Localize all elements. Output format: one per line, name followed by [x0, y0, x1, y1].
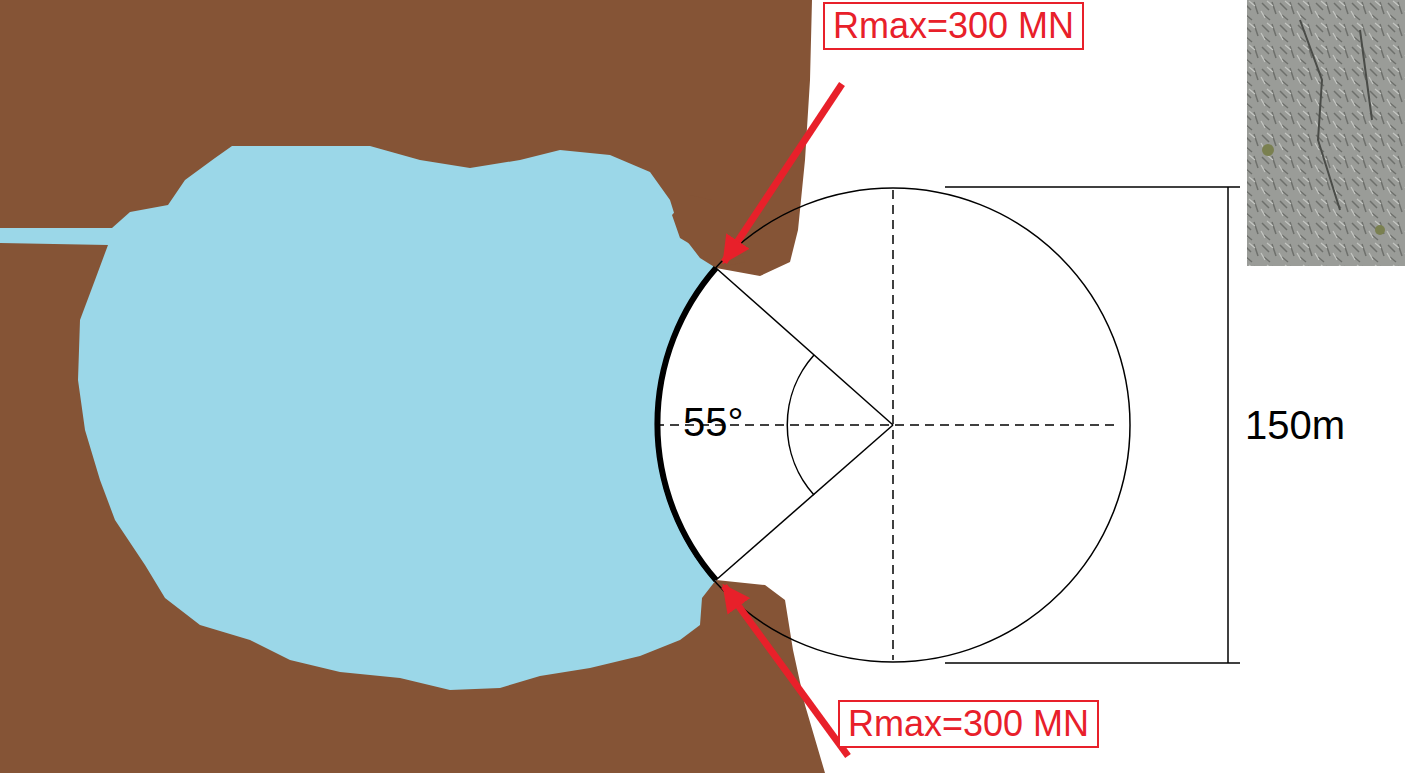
force-label: Rmax=300 MN: [833, 6, 1074, 46]
rock-photo: [1247, 0, 1405, 266]
rock-photo-shrub: [1262, 144, 1274, 156]
reservoir-water: [0, 146, 716, 690]
dimension-line: [945, 186, 1240, 188]
radius-line: [716, 425, 893, 580]
angle-label: 55°: [683, 400, 744, 444]
rock-photo-shrub: [1375, 225, 1385, 235]
force-arrow: [724, 84, 842, 262]
force-label: Rmax=300 MN: [848, 704, 1089, 744]
force-label-box: Rmax=300 MN: [823, 2, 1084, 50]
force-arrow: [724, 586, 848, 756]
dimension-line: [945, 662, 1240, 664]
dimension-line: [1227, 187, 1229, 663]
abutment-rock: [672, 195, 745, 268]
rock-ground: [0, 0, 825, 773]
force-label-box: Rmax=300 MN: [838, 700, 1099, 748]
angle-arc: [787, 355, 814, 495]
dimension-label: 150m: [1245, 403, 1345, 447]
rock-photo-crack: [1300, 20, 1372, 210]
